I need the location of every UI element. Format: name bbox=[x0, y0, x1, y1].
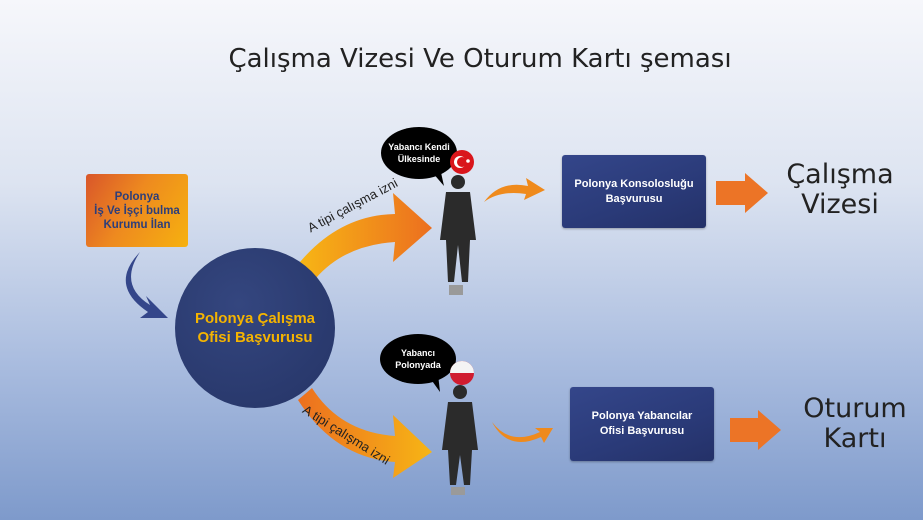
poland-flag-icon bbox=[450, 361, 474, 385]
bubble-text-lower: Yabancı Polonyada bbox=[395, 348, 441, 370]
work-office-application-circle: Polonya Çalışma Ofisi Başvurusu bbox=[175, 248, 335, 408]
turkey-flag-icon bbox=[450, 150, 474, 174]
curved-blue-arrow bbox=[125, 252, 168, 318]
result-residence-card: Oturum Kartı bbox=[803, 393, 907, 454]
person-upper-icon bbox=[440, 175, 476, 295]
lower-block-arrow bbox=[730, 410, 781, 450]
consulate-application-box: Polonya Konsolosluğu Başvurusu bbox=[562, 155, 706, 228]
page-title: Çalışma Vizesi Ve Oturum Kartı şeması bbox=[228, 44, 732, 74]
person-lower-icon bbox=[442, 385, 478, 495]
lower-big-arrow bbox=[298, 388, 432, 478]
job-posting-box: Polonya İş Ve İşçi bulma Kurumu İlan bbox=[86, 174, 188, 247]
result-work-visa: Çalışma Vizesi bbox=[786, 159, 894, 220]
foreigners-office-application-box: Polonya Yabancılar Ofisi Başvurusu bbox=[570, 387, 714, 461]
bubble-text-upper: Yabancı Kendi Ülkesinde bbox=[388, 142, 450, 164]
lower-small-arrow bbox=[492, 422, 553, 443]
speech-bubble-upper bbox=[381, 127, 457, 186]
upper-big-arrow bbox=[300, 193, 432, 278]
upper-block-arrow bbox=[716, 173, 768, 213]
upper-small-arrow bbox=[484, 178, 545, 202]
speech-bubble-lower bbox=[380, 334, 456, 392]
